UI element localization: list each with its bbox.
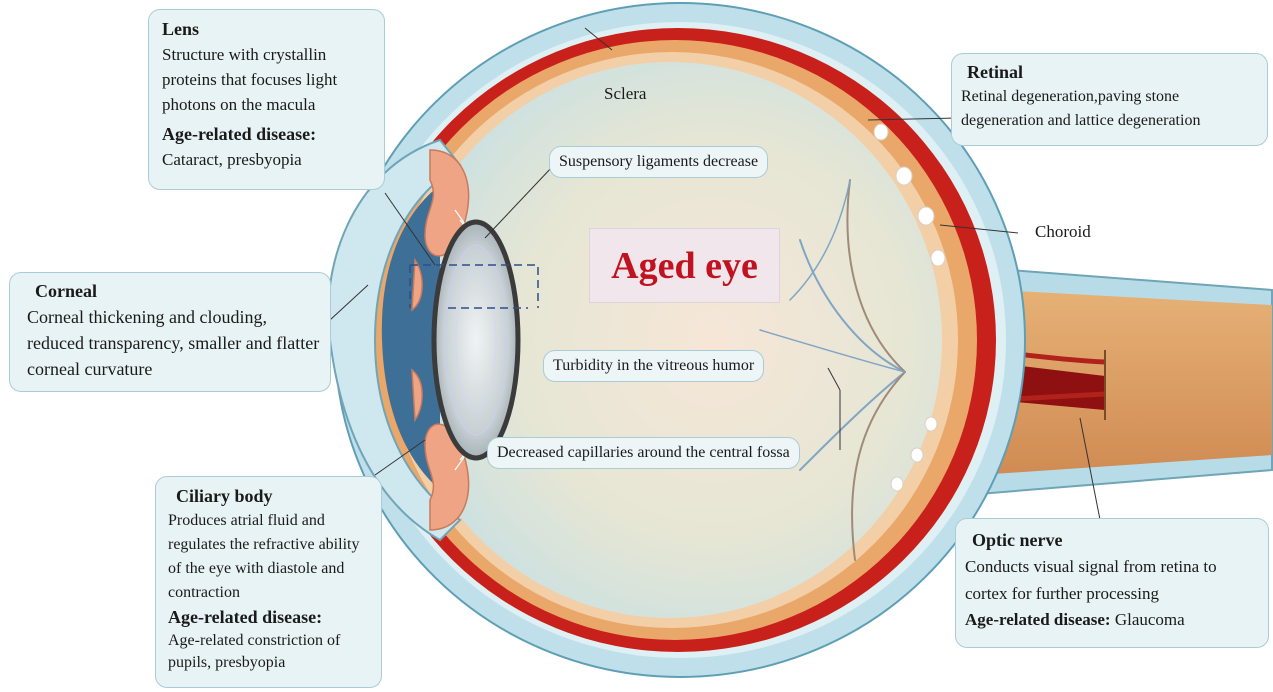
optic-disease-label: Age-related disease: — [965, 610, 1111, 629]
corneal-callout: Corneal Corneal thickening and clouding,… — [9, 272, 331, 392]
suspensory-label: Suspensory ligaments decrease — [549, 146, 768, 178]
optic-disease: Glaucoma — [1115, 610, 1185, 629]
lens-callout: Lens Structure with crystallin proteins … — [148, 9, 385, 190]
lens-description: Structure with crystallin proteins that … — [162, 42, 374, 117]
lens-title: Lens — [162, 17, 374, 42]
corneal-description: Corneal thickening and clouding, reduced… — [27, 304, 320, 382]
choroid-label: Choroid — [1035, 222, 1091, 242]
corneal-title: Corneal — [35, 279, 320, 304]
ciliary-title: Ciliary body — [176, 484, 371, 509]
ciliary-disease-label: Age-related disease: — [168, 607, 322, 627]
ciliary-description: Produces atrial fluid and regulates the … — [168, 509, 371, 605]
lens-disease-label: Age-related disease: — [162, 124, 316, 144]
ciliary-disease: Age-related constriction of pupils, pres… — [168, 630, 371, 674]
sclera-label: Sclera — [604, 84, 646, 104]
optic-nerve-callout: Optic nerve Conducts visual signal from … — [955, 518, 1269, 648]
optic-title: Optic nerve — [972, 528, 1260, 553]
capillaries-label: Decreased capillaries around the central… — [487, 437, 800, 469]
retinal-title: Retinal — [967, 60, 1259, 85]
lens-disease: Cataract, presbyopia — [162, 147, 374, 172]
retinal-description: Retinal degeneration,paving stone degene… — [961, 85, 1259, 133]
ciliary-callout: Ciliary body Produces atrial fluid and r… — [155, 476, 382, 688]
diagram-title: Aged eye — [589, 228, 780, 303]
turbidity-label: Turbidity in the vitreous humor — [543, 350, 764, 382]
retinal-callout: Retinal Retinal degeneration,paving ston… — [951, 53, 1268, 146]
optic-description: Conducts visual signal from retina to co… — [965, 553, 1260, 607]
